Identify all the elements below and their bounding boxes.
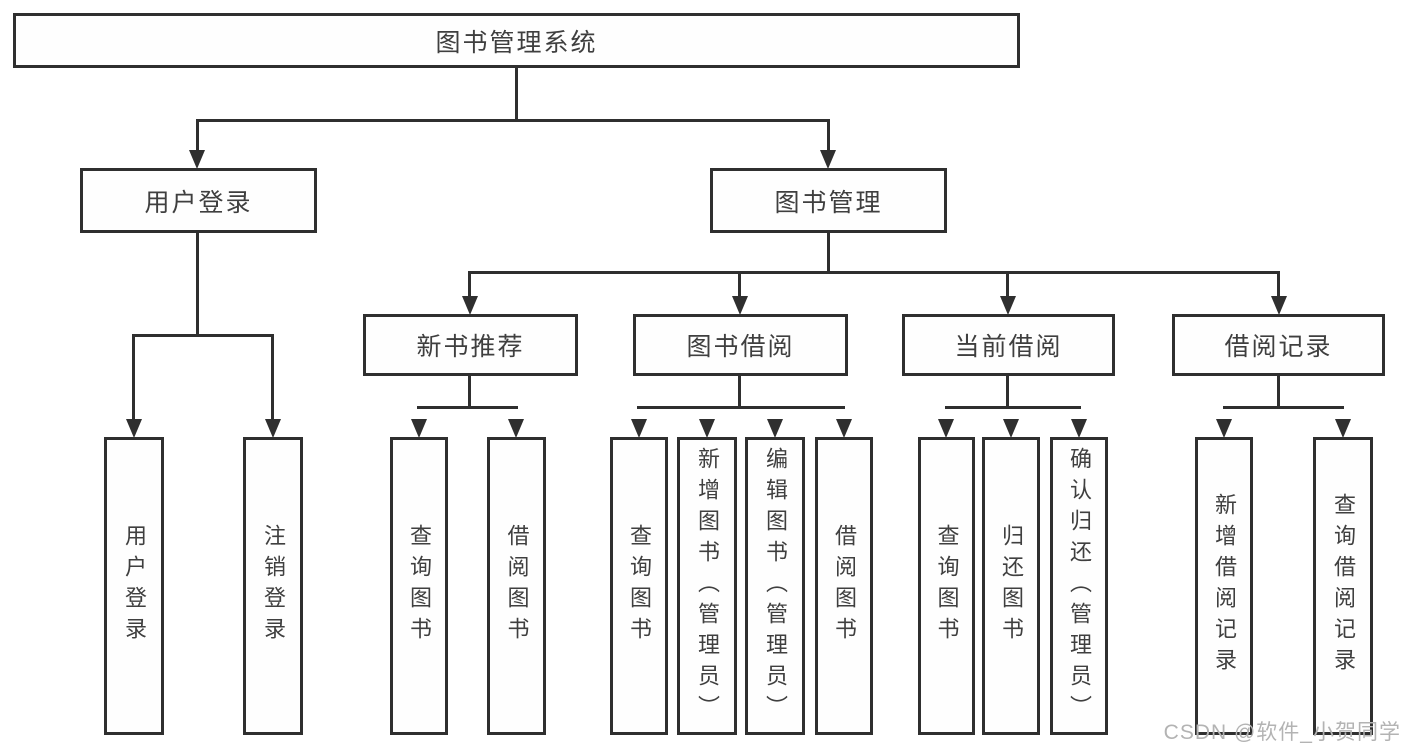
connector-current-borrow-rail <box>945 406 1081 409</box>
leaf-logout: 注销登录 <box>243 437 303 735</box>
leaf-nbr-borrow-books: 借阅图书 <box>487 437 546 735</box>
connector-current-borrow-stem <box>1006 376 1009 409</box>
leaf-nbr-query-books: 查询图书 <box>390 437 448 735</box>
connector-level2-rail <box>196 119 830 122</box>
connector-borrow-records-stem <box>1277 376 1280 409</box>
connector-book-borrow-stem <box>738 376 741 409</box>
leaf-user-login: 用户登录 <box>104 437 164 735</box>
connector-leaf-drop <box>271 334 274 421</box>
arrowhead-down-icon <box>1335 419 1351 438</box>
csdn-watermark: CSDN @软件_小贺同学 <box>1163 721 1401 744</box>
arrowhead-down-icon <box>732 296 748 315</box>
node-current-borrow: 当前借阅 <box>902 314 1115 376</box>
connector-book-mgmt-drop <box>827 119 830 152</box>
arrowhead-down-icon <box>631 419 647 438</box>
arrowhead-down-icon <box>1071 419 1087 438</box>
arrowhead-down-icon <box>938 419 954 438</box>
connector-leaf-drop <box>132 334 135 421</box>
node-user-login: 用户登录 <box>80 168 317 233</box>
arrowhead-down-icon <box>1271 296 1287 315</box>
connector-user-login-rail <box>132 334 274 337</box>
node-new-book-rec: 新书推荐 <box>363 314 578 376</box>
connector-root-stem <box>515 68 518 120</box>
arrowhead-down-icon <box>411 419 427 438</box>
arrowhead-down-icon <box>1003 419 1019 438</box>
arrowhead-down-icon <box>836 419 852 438</box>
leaf-br-query-record: 查询借阅记录 <box>1313 437 1373 735</box>
connector-new-book-rec-stem <box>468 376 471 409</box>
leaf-br-add-record: 新增借阅记录 <box>1195 437 1253 735</box>
node-root: 图书管理系统 <box>13 13 1020 68</box>
connector-level3-drop <box>468 271 471 298</box>
connector-book-borrow-rail <box>637 406 845 409</box>
arrowhead-down-icon <box>1000 296 1016 315</box>
arrowhead-down-icon <box>699 419 715 438</box>
node-book-borrow: 图书借阅 <box>633 314 848 376</box>
leaf-bb-edit-book-admin: 编辑图书（管理员） <box>745 437 805 735</box>
connector-book-mgmt-stem <box>827 233 830 274</box>
leaf-cb-query-books: 查询图书 <box>918 437 975 735</box>
arrowhead-down-icon <box>462 296 478 315</box>
connector-level3-drop <box>1006 271 1009 298</box>
connector-new-book-rec-rail <box>417 406 518 409</box>
node-borrow-records: 借阅记录 <box>1172 314 1385 376</box>
arrowhead-down-icon <box>265 419 281 438</box>
arrowhead-down-icon <box>189 150 205 169</box>
leaf-cb-confirm-return-admin: 确认归还（管理员） <box>1050 437 1108 735</box>
arrowhead-down-icon <box>508 419 524 438</box>
node-book-mgmt: 图书管理 <box>710 168 947 233</box>
connector-level3-rail <box>468 271 1280 274</box>
arrowhead-down-icon <box>820 150 836 169</box>
leaf-bb-borrow-books: 借阅图书 <box>815 437 873 735</box>
connector-user-login-drop <box>196 119 199 152</box>
arrowhead-down-icon <box>767 419 783 438</box>
arrowhead-down-icon <box>1216 419 1232 438</box>
leaf-cb-return-books: 归还图书 <box>982 437 1040 735</box>
leaf-bb-add-book-admin: 新增图书（管理员） <box>677 437 737 735</box>
connector-borrow-records-rail <box>1223 406 1344 409</box>
connector-user-login-stem <box>196 233 199 337</box>
connector-level3-drop <box>1277 271 1280 298</box>
connector-level3-drop <box>738 271 741 298</box>
arrowhead-down-icon <box>126 419 142 438</box>
leaf-bb-query-books: 查询图书 <box>610 437 668 735</box>
